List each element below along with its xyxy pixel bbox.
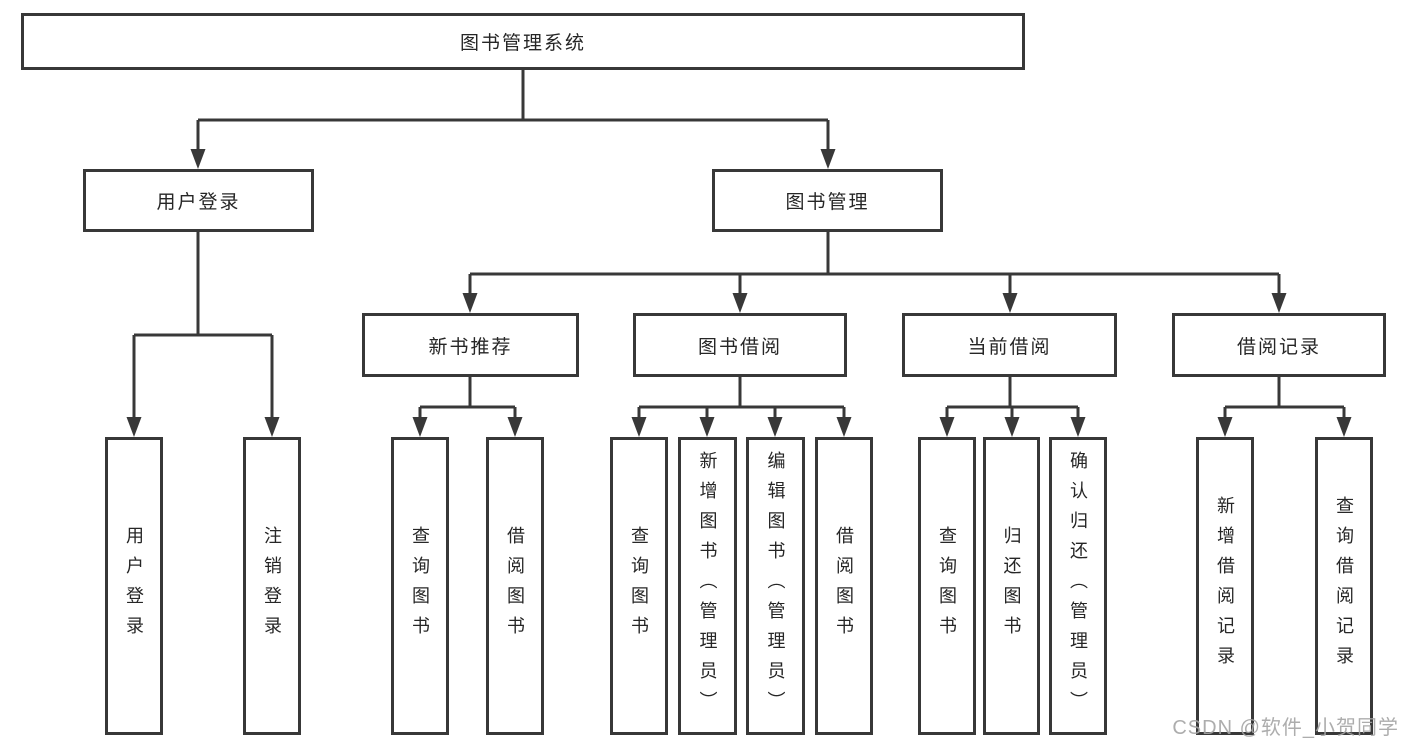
leaf-edit-books-admin: 编辑图书（管理员） (746, 437, 805, 735)
leaf-borrow-books: 借阅图书 (815, 437, 873, 735)
node-label: 查询图书 (410, 526, 430, 646)
node-label: 图书管理系统 (459, 33, 586, 54)
leaf-confirm-return-admin: 确认归还（管理员） (1049, 437, 1107, 735)
node-label: 查询借阅记录 (1334, 496, 1354, 676)
leaf-query-books-current: 查询图书 (918, 437, 976, 735)
node-book-borrowing: 图书借阅 (633, 313, 847, 377)
node-label: 注销登录 (262, 526, 282, 646)
leaf-query-borrow-record: 查询借阅记录 (1315, 437, 1373, 735)
node-label: 查询图书 (937, 526, 957, 646)
connector-current-borrow-to-leaves (939, 377, 1086, 437)
node-book-management: 图书管理 (712, 169, 943, 232)
node-user-login: 用户登录 (83, 169, 314, 232)
node-label: 新增借阅记录 (1215, 496, 1235, 676)
node-library-management-system: 图书管理系统 (21, 13, 1025, 70)
node-label: 用户登录 (124, 526, 144, 646)
node-label: 借阅记录 (1236, 336, 1321, 358)
leaf-query-books-borrowing: 查询图书 (610, 437, 668, 735)
leaf-user-login: 用户登录 (105, 437, 163, 735)
connector-book-management-to-level2 (462, 232, 1287, 313)
node-label: 用户登录 (156, 192, 241, 213)
node-label: 归还图书 (1001, 526, 1022, 646)
leaf-add-borrow-record: 新增借阅记录 (1196, 437, 1254, 735)
leaf-borrow-books-recommendation: 借阅图书 (486, 437, 544, 735)
leaf-return-books: 归还图书 (983, 437, 1040, 735)
leaf-add-books-admin: 新增图书（管理员） (678, 437, 737, 735)
node-label: 编辑图书（管理员） (765, 451, 786, 721)
connector-book-borrow-to-leaves (631, 377, 852, 437)
csdn-watermark: CSDN @软件_小贺同学 (1172, 717, 1399, 739)
node-label: 图书管理 (785, 192, 870, 213)
connector-root-to-level1 (190, 70, 836, 169)
node-label: 新书推荐 (428, 336, 513, 358)
leaf-query-books-recommendation: 查询图书 (391, 437, 449, 735)
leaf-logout: 注销登录 (243, 437, 301, 735)
node-label: 新增图书（管理员） (697, 451, 718, 721)
node-label: 借阅图书 (505, 526, 525, 646)
connector-user-login-to-leaves (126, 232, 280, 437)
node-label: 图书借阅 (697, 336, 782, 358)
node-current-borrowing: 当前借阅 (902, 313, 1117, 377)
connector-new-book-rec-to-leaves (412, 377, 523, 437)
node-new-book-recommendation: 新书推荐 (362, 313, 579, 377)
node-label: 当前借阅 (967, 336, 1052, 358)
node-label: 借阅图书 (834, 526, 854, 646)
node-label: 确认归还（管理员） (1068, 451, 1088, 721)
node-label: 查询图书 (629, 526, 649, 646)
connector-borrow-records-to-leaves (1217, 377, 1352, 437)
node-borrowing-records: 借阅记录 (1172, 313, 1386, 377)
